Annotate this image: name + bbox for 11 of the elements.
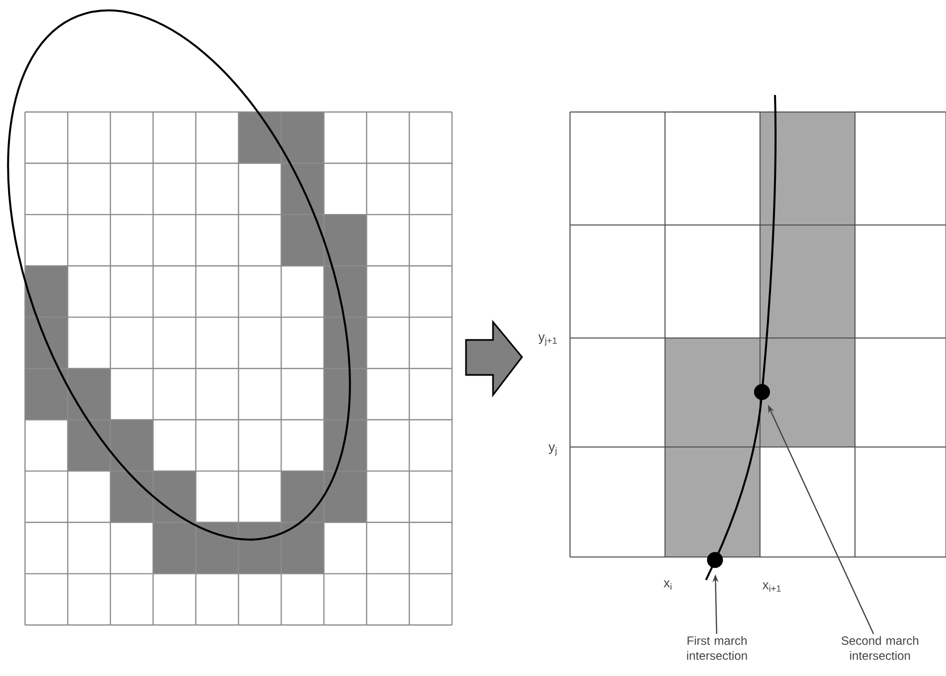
callout-text: First march intersection	[687, 636, 747, 660]
axis-label: x$_{i}$	[664, 580, 672, 590]
grid-drawing	[7, 10, 453, 626]
intersection-dot	[754, 384, 770, 400]
axis-label: y$_{j+1}$	[538, 334, 557, 346]
grid-drawing	[570, 94, 946, 580]
callout-text: Second march intersection	[842, 636, 918, 660]
axis-label: y$_{j}$	[548, 444, 556, 456]
axis-label: x$_{i+1}$	[762, 582, 781, 592]
block-arrow	[465, 320, 524, 398]
intersection-dot	[707, 552, 723, 568]
